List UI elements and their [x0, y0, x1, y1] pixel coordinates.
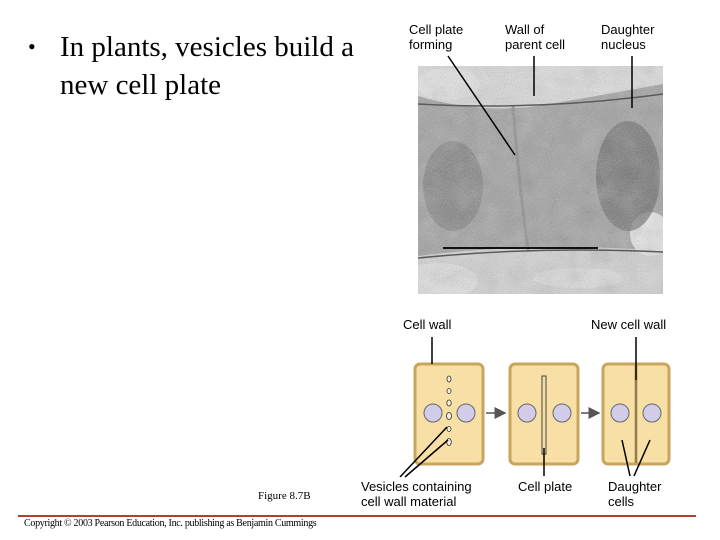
micrograph-image — [418, 66, 663, 294]
label-cell-plate: Cell plate — [518, 479, 573, 494]
cell-stage-1 — [413, 362, 485, 466]
label-wall-of-parent-cell: Wall of parent cell — [505, 22, 565, 52]
bullet-text: In plants, vesicles build a new cell pla… — [60, 31, 354, 101]
label-daughter-cells: Daughter cells — [608, 479, 662, 509]
bottom-rule — [18, 515, 696, 517]
label-cell-plate-forming: Cell plate forming — [409, 22, 464, 52]
copyright-text: Copyright © 2003 Pearson Education, Inc.… — [24, 518, 317, 529]
label-new-cell-wall: New cell wall — [591, 317, 667, 332]
bullet-symbol: • — [28, 34, 36, 59]
cell-stage-3 — [601, 362, 671, 466]
label-vesicles: Vesicles containing cell wall material — [361, 479, 472, 509]
cell-stage-2 — [508, 362, 580, 466]
figure-label: Figure 8.7B — [258, 490, 311, 502]
label-daughter-nucleus: Daughter nucleus — [601, 22, 655, 52]
label-cell-wall: Cell wall — [403, 317, 452, 332]
bullet-point: • In plants, vesicles build a new cell p… — [28, 28, 358, 104]
